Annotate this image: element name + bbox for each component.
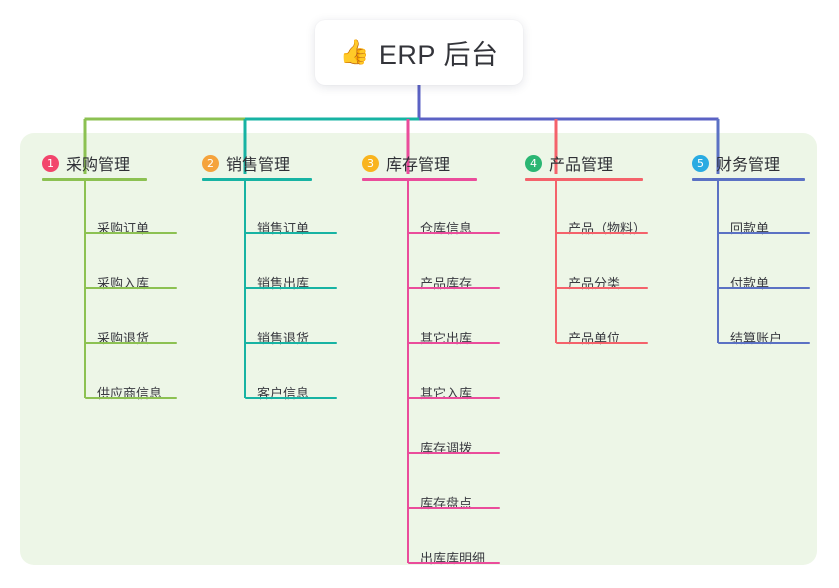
leaf-item[interactable]: 付款单 (730, 276, 770, 291)
leaf-item[interactable]: 客户信息 (257, 386, 310, 401)
leaf-item-rule (718, 342, 810, 344)
root-node-label: 👍 ERP 后台 (340, 33, 499, 72)
leaf-item-rule (245, 397, 337, 399)
leaf-item[interactable]: 结算账户 (730, 331, 783, 346)
leaf-item[interactable]: 产品（物料） (568, 221, 647, 236)
leaf-item[interactable]: 仓库信息 (420, 221, 473, 236)
leaf-item[interactable]: 销售出库 (257, 276, 310, 291)
leaf-item-rule (85, 232, 177, 234)
branch-header-rule (42, 178, 147, 181)
leaf-item[interactable]: 产品库存 (420, 276, 473, 291)
branch-header-rule (525, 178, 643, 181)
branch-header-3[interactable]: 3 库存管理 (362, 150, 450, 176)
leaf-item[interactable]: 其它出库 (420, 331, 473, 346)
leaf-item-rule (245, 232, 337, 234)
leaf-item[interactable]: 回款单 (730, 221, 770, 236)
leaf-item-rule (556, 342, 648, 344)
leaf-item-rule (556, 232, 648, 234)
branch-number-badge: 3 (362, 154, 379, 172)
leaf-item[interactable]: 采购退货 (97, 331, 150, 346)
leaf-item-rule (408, 397, 500, 399)
branch-header-rule (692, 178, 805, 181)
branches-panel (20, 133, 817, 565)
leaf-item-rule (408, 507, 500, 509)
branch-header-4[interactable]: 4 产品管理 (525, 150, 613, 176)
branch-header-5[interactable]: 5 财务管理 (692, 150, 780, 176)
leaf-item-rule (408, 342, 500, 344)
root-title-text: ERP 后台 (378, 40, 499, 70)
leaf-item[interactable]: 库存调拨 (420, 441, 473, 456)
branch-header-2[interactable]: 2 销售管理 (202, 150, 290, 176)
branch-header-rule (362, 178, 477, 181)
leaf-item-rule (85, 342, 177, 344)
branch-header-label: 产品管理 (549, 157, 614, 174)
leaf-item-rule (245, 342, 337, 344)
branch-header-label: 库存管理 (386, 157, 451, 174)
leaf-item[interactable]: 供应商信息 (97, 386, 163, 401)
branch-number-badge: 4 (525, 154, 542, 172)
leaf-item-rule (408, 562, 500, 564)
leaf-item-rule (408, 287, 500, 289)
leaf-item-rule (408, 452, 500, 454)
leaf-item[interactable]: 库存盘点 (420, 496, 473, 511)
leaf-item-rule (85, 287, 177, 289)
leaf-item-rule (408, 232, 500, 234)
branch-number-badge: 5 (692, 154, 709, 172)
branch-number-badge: 1 (42, 154, 59, 172)
branch-header-label: 财务管理 (716, 157, 781, 174)
leaf-item[interactable]: 其它入库 (420, 386, 473, 401)
leaf-item[interactable]: 产品分类 (568, 276, 621, 291)
leaf-item-rule (85, 397, 177, 399)
branch-header-rule (202, 178, 312, 181)
branch-header-label: 采购管理 (66, 157, 131, 174)
leaf-item-rule (718, 232, 810, 234)
leaf-item[interactable]: 销售订单 (257, 221, 310, 236)
branch-header-1[interactable]: 1 采购管理 (42, 150, 130, 176)
branch-number-badge: 2 (202, 154, 219, 172)
thumbs-up-icon: 👍 (339, 38, 370, 66)
leaf-item-rule (556, 287, 648, 289)
leaf-item[interactable]: 采购入库 (97, 276, 150, 291)
leaf-item[interactable]: 产品单位 (568, 331, 621, 346)
leaf-item[interactable]: 出库库明细 (420, 551, 486, 566)
leaf-item-rule (718, 287, 810, 289)
root-node[interactable]: 👍 ERP 后台 (315, 20, 523, 85)
branch-header-label: 销售管理 (226, 157, 291, 174)
leaf-item[interactable]: 销售退货 (257, 331, 310, 346)
leaf-item[interactable]: 采购订单 (97, 221, 150, 236)
leaf-item-rule (245, 287, 337, 289)
